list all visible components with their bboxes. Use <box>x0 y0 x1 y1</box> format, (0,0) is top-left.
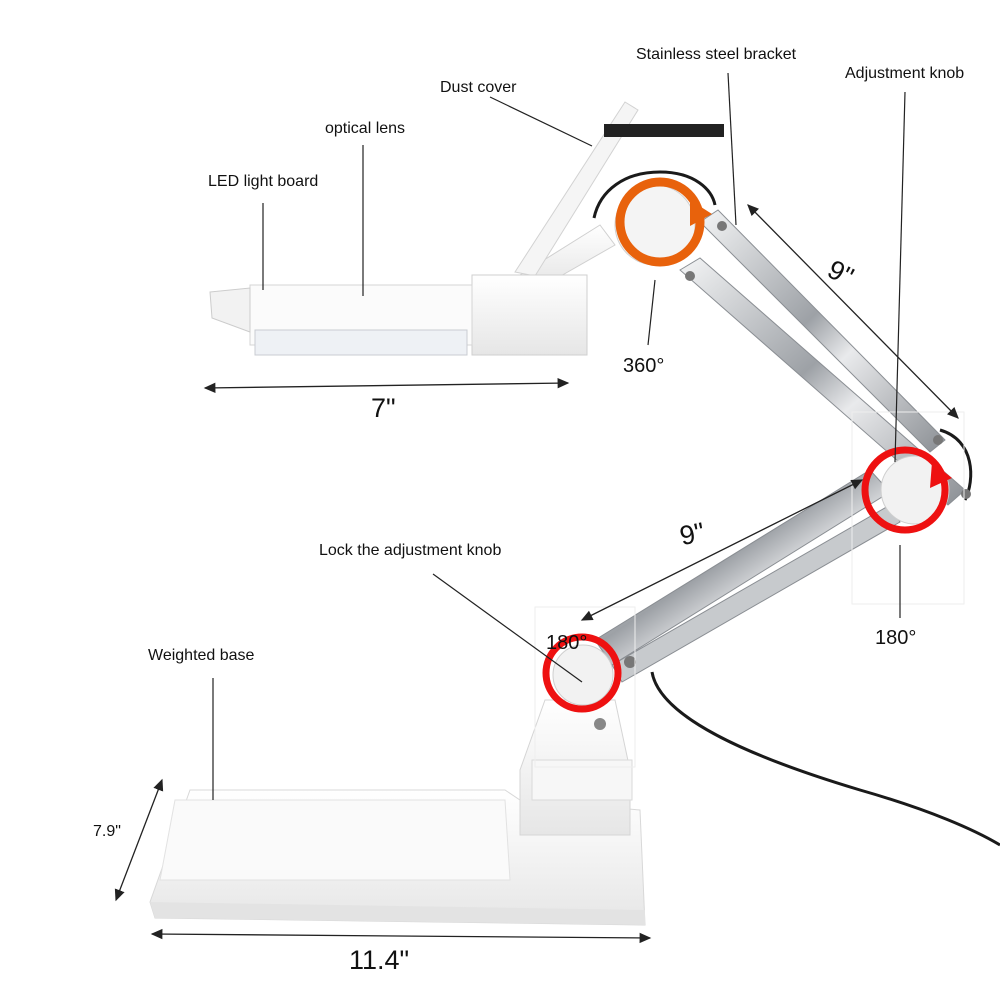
label-base-width: 11.4" <box>349 945 410 975</box>
label-rotation-base: 180° <box>546 632 588 654</box>
leader-lock-knob <box>432 573 583 683</box>
lower-arm <box>594 469 901 683</box>
led-light-board <box>209 287 251 333</box>
label-base-depth: 7.9" <box>93 823 121 840</box>
weighted-base <box>149 789 646 926</box>
lamp-head <box>209 274 588 356</box>
base-rotation-ring <box>542 633 622 713</box>
dust-cover <box>514 101 724 277</box>
dust-cover-bar <box>604 124 724 137</box>
dimension-upper-arm <box>747 204 959 419</box>
head-rotation-ring <box>615 177 712 267</box>
head-cable <box>592 170 717 219</box>
leader-360 <box>647 279 656 346</box>
leader-dust-cover <box>489 96 593 147</box>
label-head-width: 7" <box>371 393 396 423</box>
label-dust-cover: Dust cover <box>440 79 517 96</box>
label-rotation-head: 360° <box>623 355 665 377</box>
optical-lens <box>254 329 468 356</box>
label-optical-lens: optical lens <box>325 120 406 137</box>
label-adjustment-knob: Adjustment knob <box>845 65 965 82</box>
leader-stainless-bracket <box>727 72 737 226</box>
base-joint <box>552 644 636 730</box>
label-stainless-bracket: Stainless steel bracket <box>636 46 797 63</box>
power-cord <box>650 671 1000 847</box>
elbow-rotation-ring <box>861 446 952 534</box>
label-weighted-base: Weighted base <box>148 647 255 664</box>
label-rotation-elbow: 180° <box>875 627 917 649</box>
dimension-base-depth <box>114 778 164 902</box>
head-neck <box>518 184 727 286</box>
dimension-base-width <box>150 928 652 944</box>
dimension-lower-arm <box>580 479 864 621</box>
label-led-light-board: LED light board <box>208 173 319 190</box>
label-lock-knob: Lock the adjustment knob <box>319 542 502 559</box>
dimension-head-width <box>203 377 570 394</box>
